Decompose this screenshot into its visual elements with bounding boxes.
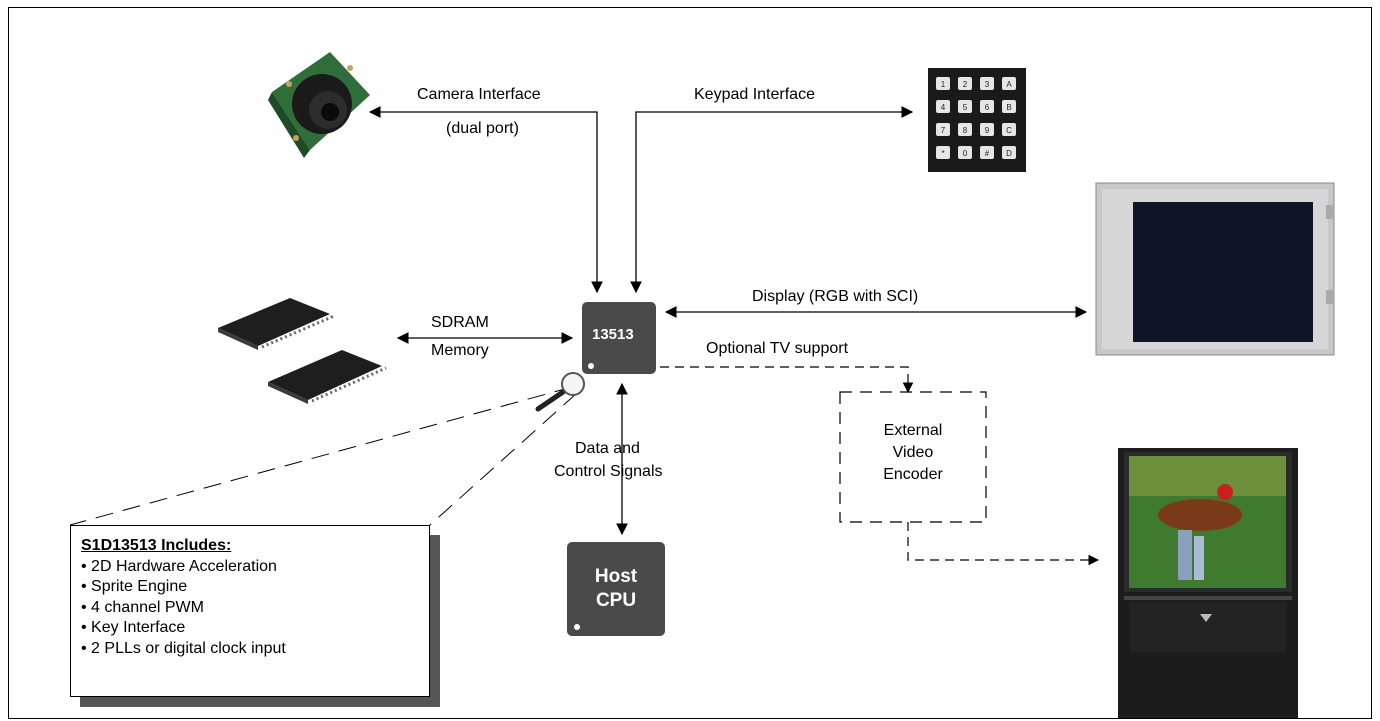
tv-support-dashed-arrow <box>660 366 914 394</box>
host-cpu-block <box>567 542 665 636</box>
keypad-key <box>1002 123 1016 136</box>
video-encoder-box <box>839 391 987 523</box>
camera-image <box>268 52 370 158</box>
keypad-key <box>980 146 994 159</box>
video-encoder-label: External Video Encoder <box>840 420 986 486</box>
encoder-line2: Video <box>892 444 934 461</box>
lcd-display-image <box>1095 182 1335 356</box>
chip-13513-label: 13513 <box>592 326 634 343</box>
keypad-key-label: 8 <box>963 126 968 135</box>
host-cpu-pin1-dot <box>574 624 580 630</box>
zoom-line-left <box>69 386 573 526</box>
keypad-key-label: 7 <box>941 126 946 135</box>
host-cpu-line2: CPU <box>595 590 637 611</box>
keypad-key <box>936 123 950 136</box>
camera-interface-label: Camera Interface <box>417 86 541 103</box>
keypad-key-label: 4 <box>941 103 946 112</box>
optional-tv-label: Optional TV support <box>706 340 849 357</box>
control-signals-label: Control Signals <box>554 463 663 480</box>
keypad-key <box>958 123 972 136</box>
keypad-key-label: 9 <box>985 126 990 135</box>
keypad-key <box>980 77 994 90</box>
keypad-key <box>980 123 994 136</box>
diagram-frame <box>8 7 1372 719</box>
keypad-key <box>1002 146 1016 159</box>
keypad-key <box>958 100 972 113</box>
keypad-key-label: D <box>1006 149 1012 158</box>
keypad-key-label: # <box>985 149 990 158</box>
includes-item: • 2 PLLs or digital clock input <box>81 639 286 657</box>
memory-label: Memory <box>431 342 489 359</box>
sdram-label: SDRAM <box>431 314 489 331</box>
encoder-tv-dashed-arrow <box>907 522 1100 566</box>
includes-item: • Key Interface <box>81 619 186 636</box>
magnifier-icon <box>535 372 585 412</box>
keypad-key-label: C <box>1006 126 1012 135</box>
keypad-key <box>1002 77 1016 90</box>
keypad-key <box>958 146 972 159</box>
keypad-key-label: 5 <box>963 103 968 112</box>
keypad-key <box>1002 100 1016 113</box>
host-cpu-line1: Host <box>594 566 638 587</box>
display-label: Display (RGB with SCI) <box>752 288 919 305</box>
keypad-key <box>980 100 994 113</box>
keypad-key <box>958 77 972 90</box>
keypad-key-label: * <box>941 149 944 158</box>
includes-item: • 4 channel PWM <box>81 598 204 616</box>
television-image <box>1118 448 1298 718</box>
keypad-key <box>936 77 950 90</box>
chip-13513 <box>582 302 656 374</box>
encoder-line3: Encoder <box>883 466 943 483</box>
camera-dual-port-label: (dual port) <box>446 120 519 137</box>
includes-title: S1D13513 Includes: <box>81 537 232 554</box>
keypad-key-label: 3 <box>985 80 990 89</box>
keypad-key-label: 0 <box>963 149 968 158</box>
includes-item: • 2D Hardware Acceleration <box>81 557 277 575</box>
keypad-key <box>936 100 950 113</box>
keypad-interface-label: Keypad Interface <box>694 86 815 103</box>
keypad-link-arrow <box>630 106 914 294</box>
includes-item: • Sprite Engine <box>81 578 188 595</box>
memory-chip-image <box>218 298 387 404</box>
keypad-key-label: 2 <box>963 80 968 89</box>
keypad-image: 1 2 3 A 4 5 6 B 7 8 9 C * 0 # D <box>928 68 1026 172</box>
keypad-key-label: 6 <box>985 103 990 112</box>
chip-pin1-dot <box>588 363 594 369</box>
includes-box: S1D13513 Includes: • 2D Hardware Acceler… <box>70 525 430 697</box>
keypad-key <box>936 146 950 159</box>
data-and-label: Data and <box>575 440 640 457</box>
host-cpu-label: Host CPU <box>567 565 665 613</box>
camera-link-arrow <box>368 106 603 294</box>
encoder-line1: External <box>883 422 943 439</box>
keypad-key-label: A <box>1006 80 1012 89</box>
zoom-line-right <box>429 392 578 526</box>
keypad-key-label: 1 <box>941 80 946 89</box>
keypad-key-label: B <box>1006 103 1011 112</box>
